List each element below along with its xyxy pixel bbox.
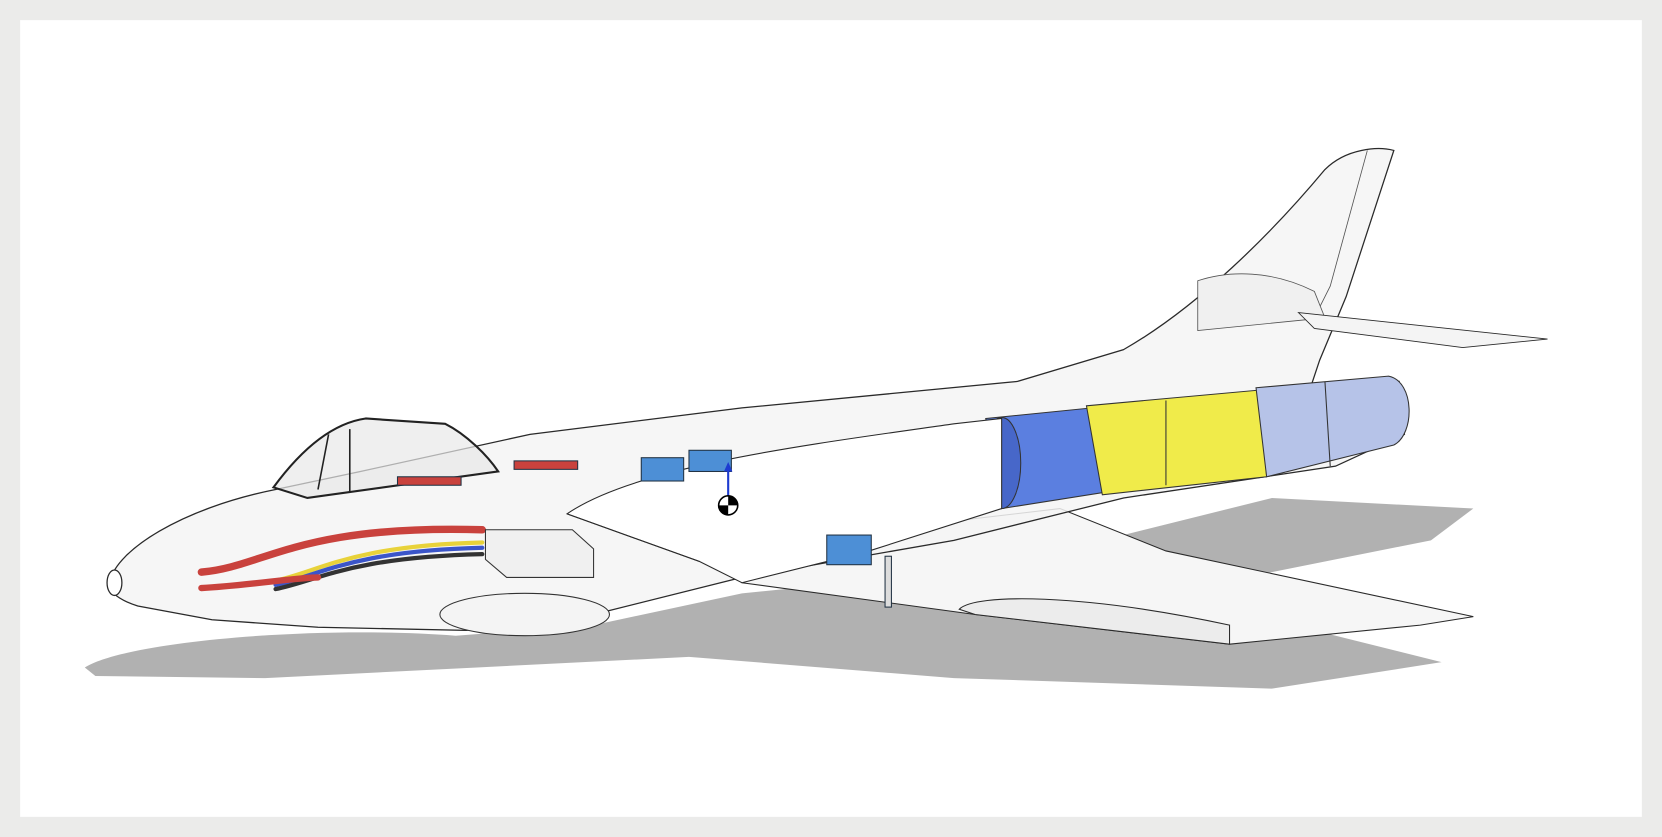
servos <box>396 449 892 608</box>
tail-fin <box>1197 150 1548 348</box>
intake-fairing <box>565 417 1003 584</box>
esc-box <box>484 529 595 578</box>
battery-wires <box>197 525 486 592</box>
fuselage <box>106 148 1406 632</box>
center-of-mass-icon[interactable] <box>717 461 739 516</box>
drop-tank <box>439 592 611 637</box>
